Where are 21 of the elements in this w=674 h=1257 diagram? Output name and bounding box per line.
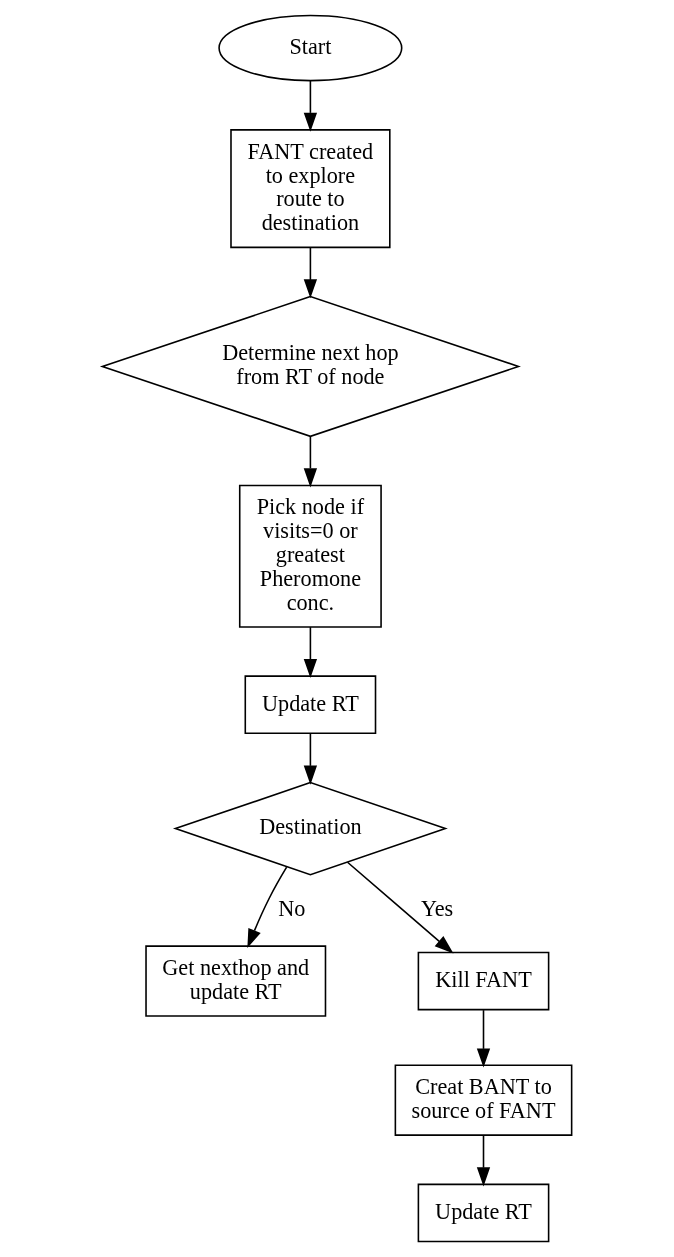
node-box: Update RT — [244, 675, 377, 735]
arrow — [247, 866, 288, 949]
edge-label: Yes — [420, 896, 454, 922]
arrow — [346, 861, 454, 954]
node-box: Kill FANT — [417, 951, 550, 1011]
arrow — [476, 1009, 491, 1068]
edge-label: No — [278, 896, 306, 922]
arrow — [303, 626, 318, 679]
arrow — [303, 732, 318, 785]
arrow — [303, 80, 318, 132]
node-box: Creat BANT to source of FANT — [394, 1064, 573, 1136]
node-diamond: Determine next hop from RT of node — [99, 295, 521, 438]
node-diamond: Destination — [172, 781, 448, 876]
node-box: Pick node if visits=0 or greatest Pheromone conc. — [238, 484, 382, 628]
arrow — [476, 1134, 491, 1187]
node-box: FANT created to explore route to destination — [230, 129, 391, 249]
node-ellipse: Start — [218, 14, 403, 82]
node-box: Get nexthop and update RT — [145, 945, 327, 1017]
node-box: Update RT — [417, 1183, 550, 1243]
arrow — [303, 246, 318, 299]
arrow — [303, 435, 318, 488]
